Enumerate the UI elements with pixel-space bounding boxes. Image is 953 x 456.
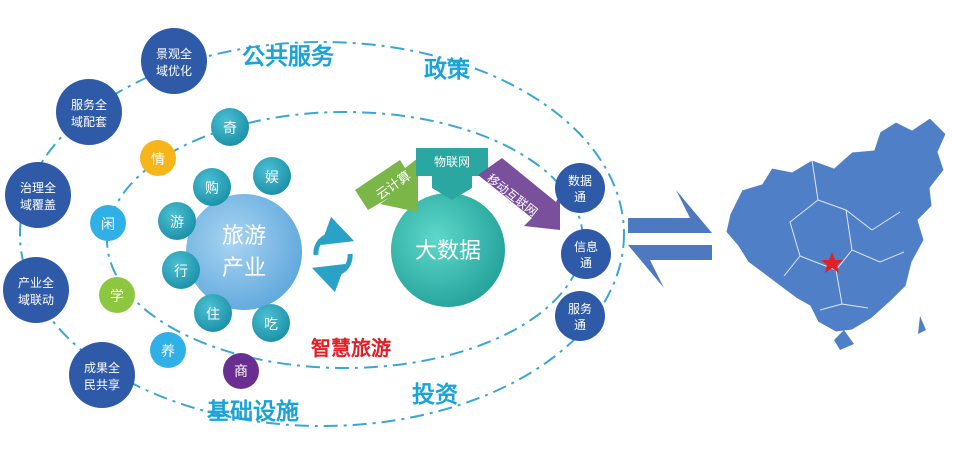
left-circle-sharing: 成果全 民共享 <box>69 342 135 408</box>
leisure-circle-leisure: 闲 <box>90 205 126 241</box>
leisure-circle-emotion: 情 <box>140 140 176 176</box>
inner-ellipse <box>106 111 584 369</box>
left-circle-label: 域配套 <box>71 115 107 129</box>
leisure-circle-business: 商 <box>223 353 259 389</box>
outer-ellipse <box>19 41 625 427</box>
left-circle-label: 域优化 <box>156 64 192 78</box>
tourism-core-label: 产业 <box>222 256 266 281</box>
left-circle-label: 成果全 <box>84 360 120 375</box>
tourism-element-eat: 吃 <box>252 304 290 342</box>
tourism-core-label: 旅游 <box>222 224 266 249</box>
input-arrow-iot: 物联网 <box>416 148 488 200</box>
left-circle-industry: 产业全 域联动 <box>3 257 69 323</box>
tourism-element-travel: 游 <box>158 202 196 240</box>
right-circle-information: 信息 通 <box>561 229 611 279</box>
label-policy: 政策 <box>424 56 471 83</box>
right-circle-label: 通 <box>574 190 586 204</box>
cycle-arrows-icon <box>311 216 355 293</box>
leisure-circle-label: 情 <box>151 152 165 168</box>
capital-star-icon <box>821 252 843 273</box>
leisure-circle-wellness: 养 <box>150 332 186 368</box>
tourism-element-label: 住 <box>206 307 220 323</box>
right-circle-label: 通 <box>574 318 586 332</box>
big-data-core: 大数据 <box>391 193 505 307</box>
leisure-circle-label: 闲 <box>101 217 115 233</box>
tourism-element-wonder: 奇 <box>211 108 249 146</box>
label-smart-tourism: 智慧旅游 <box>311 336 391 360</box>
tourism-element-entertain: 娱 <box>253 157 291 195</box>
input-label-iot: 物联网 <box>434 155 470 169</box>
right-circle-label: 服务 <box>568 301 592 316</box>
left-circle-label: 域联动 <box>18 293 54 307</box>
input-arrow-cloud-computing: 云计算 <box>355 158 418 212</box>
big-data-label: 大数据 <box>415 239 481 264</box>
leisure-circle-label: 养 <box>161 344 175 360</box>
leisure-circle-label: 学 <box>110 289 124 305</box>
leisure-circle-study: 学 <box>99 277 135 313</box>
tourism-element-label: 行 <box>174 264 188 280</box>
exchange-arrows-icon <box>628 190 712 288</box>
left-circle-label: 景观全 <box>156 46 192 61</box>
right-circle-label: 信息 <box>574 239 598 254</box>
right-circle-data: 数据 通 <box>555 163 605 213</box>
label-investment: 投资 <box>412 382 458 408</box>
right-circle-service: 服务 通 <box>555 291 605 341</box>
left-circle-label: 服务全 <box>71 97 107 112</box>
china-map-icon <box>725 117 947 350</box>
tourism-industry-core: 旅游 产业 <box>186 194 302 310</box>
left-circle-label: 民共享 <box>84 377 120 392</box>
right-circle-label: 数据 <box>568 173 592 188</box>
tourism-element-label: 娱 <box>265 170 279 186</box>
tourism-element-transport: 行 <box>162 251 200 289</box>
tourism-element-label: 游 <box>170 215 184 231</box>
left-circle-label: 域覆盖 <box>20 198 56 212</box>
left-circle-governance: 治理全 域覆盖 <box>5 162 71 228</box>
right-circle-label: 通 <box>580 256 592 270</box>
tourism-element-label: 购 <box>205 181 219 197</box>
left-circle-service: 服务全 域配套 <box>56 79 122 145</box>
left-circle-label: 治理全 <box>20 180 56 195</box>
left-circle-landscape: 景观全 域优化 <box>141 28 207 94</box>
left-circle-label: 产业全 <box>18 275 54 290</box>
leisure-circle-label: 商 <box>234 364 248 380</box>
tourism-element-label: 奇 <box>223 120 237 137</box>
label-infrastructure: 基础设施 <box>207 398 299 425</box>
tourism-element-label: 吃 <box>264 317 278 333</box>
tourism-element-shop: 购 <box>193 168 231 206</box>
label-public-services: 公共服务 <box>242 44 335 70</box>
tourism-element-stay: 住 <box>194 294 232 332</box>
